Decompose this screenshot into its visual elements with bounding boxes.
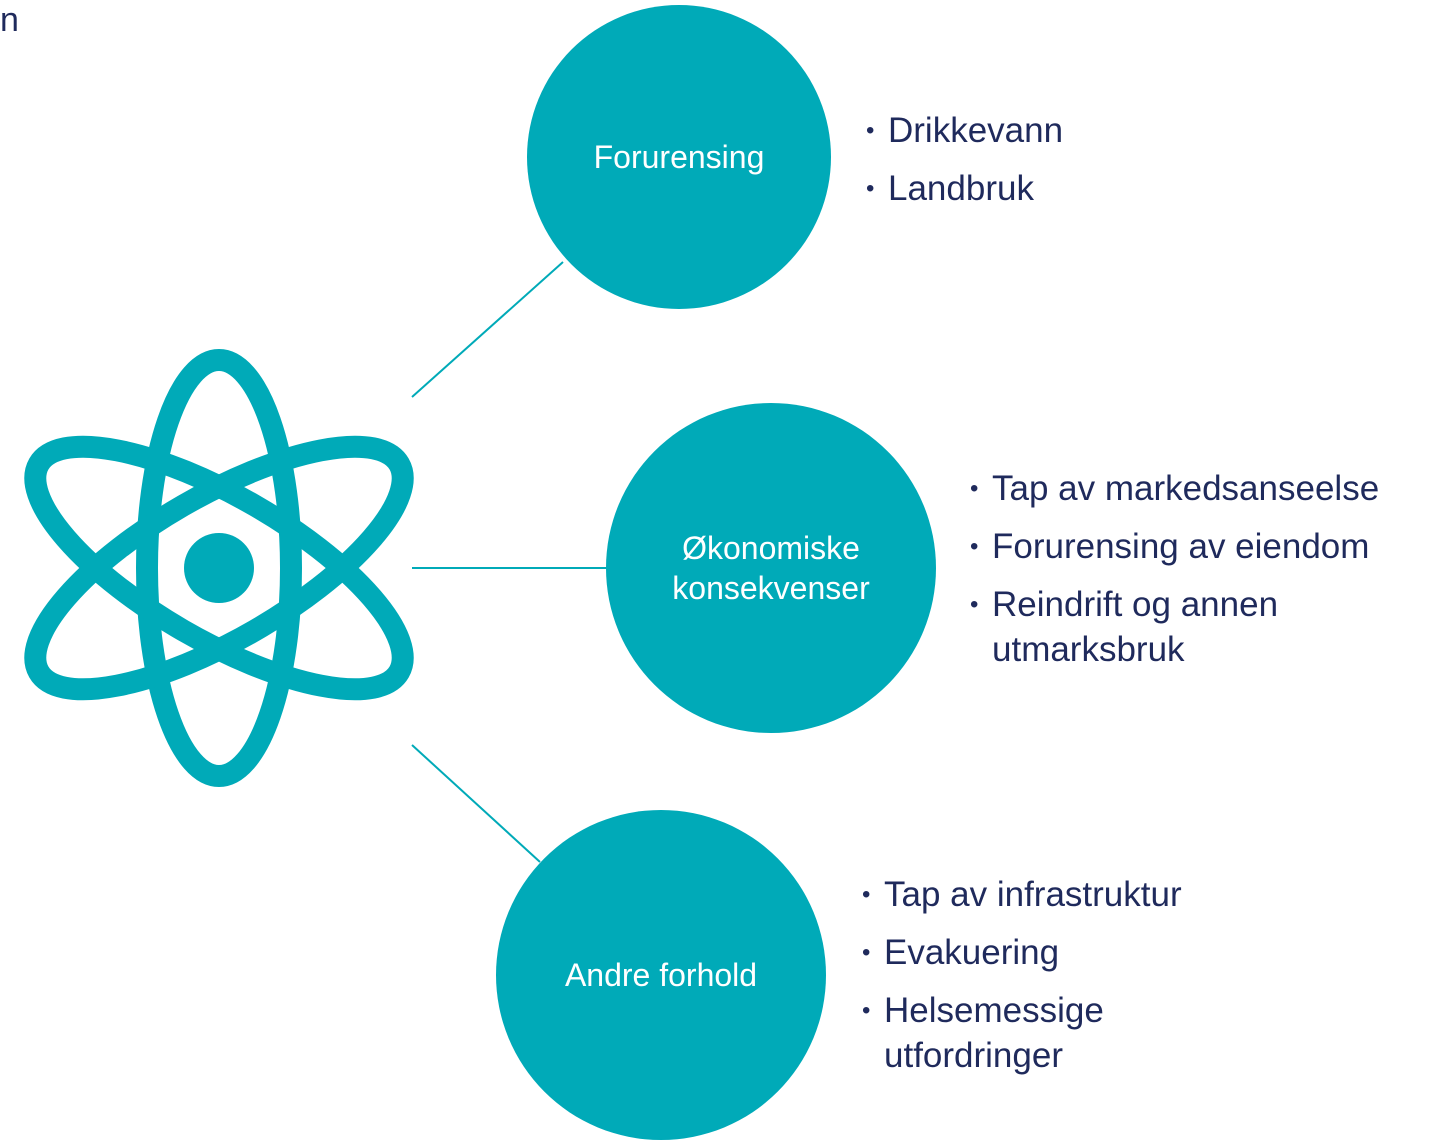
list-item: Helsemessige utfordringer [862, 988, 1154, 1078]
connector-andre [411, 744, 541, 863]
list-item: Drikkevann [866, 108, 1266, 153]
corner-text-fragment: n [0, 1, 19, 39]
bullet-list-okonomiske: Tap av markedsanseelse Forurensing av ei… [970, 466, 1450, 685]
list-item: Landbruk [866, 166, 1266, 211]
hub-circle-okonomiske [606, 403, 936, 733]
hub-label-okonomiske-line1: Økonomiske [682, 530, 860, 566]
list-item: Reindrift og annen utmarksbruk [970, 582, 1352, 672]
hub-label-okonomiske-line2: konsekvenser [672, 570, 870, 606]
list-item: Tap av infrastruktur [862, 872, 1342, 917]
list-item: Evakuering [862, 930, 1342, 975]
hub-label-andre-text: Andre forhold [564, 957, 758, 993]
hub-label-okonomiske: Økonomiske konsekvenser [631, 528, 911, 608]
hub-circle-forurensing [527, 5, 831, 309]
list-item: Tap av markedsanseelse [970, 466, 1450, 511]
hub-circle-andre [496, 810, 826, 1140]
connector-forurensing [411, 261, 564, 398]
list-item: Forurensing av eiendom [970, 524, 1450, 569]
hub-label-andre: Andre forhold [521, 955, 801, 995]
atom-icon [24, 349, 414, 787]
bullet-list-forurensing: Drikkevann Landbruk [866, 108, 1266, 224]
bullet-list-andre: Tap av infrastruktur Evakuering Helsemes… [862, 872, 1342, 1091]
hub-label-forurensing: Forurensing [579, 137, 779, 177]
hub-label-forurensing-text: Forurensing [593, 139, 765, 175]
